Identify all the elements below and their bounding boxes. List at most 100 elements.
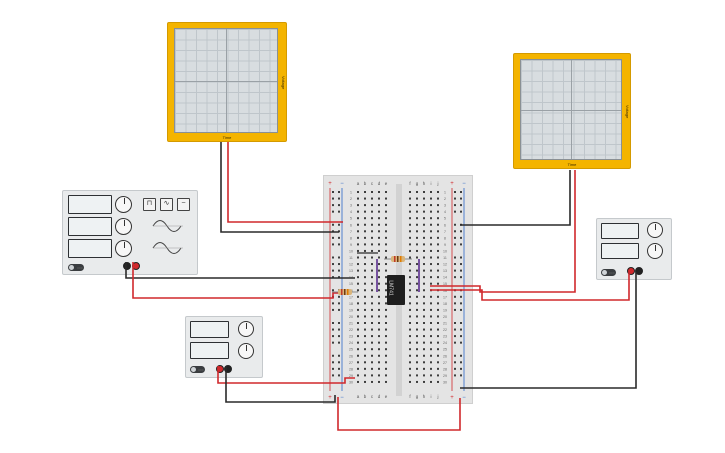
column-letter: e: [385, 394, 388, 399]
wire-red-psr: [430, 272, 630, 301]
hole: [416, 269, 418, 272]
function-generator[interactable]: ⊓ ∿ ~ OFF: [62, 190, 198, 275]
hole: [378, 210, 380, 213]
row-number-right: 1: [444, 191, 446, 195]
psr-terminal-positive[interactable]: [627, 267, 635, 275]
rail-hole: [338, 276, 340, 279]
hole: [371, 276, 373, 279]
sine-wave-icon[interactable]: ~: [177, 198, 190, 211]
hole: [423, 210, 425, 213]
hole: [385, 191, 387, 193]
hole: [416, 197, 418, 200]
fg-power-switch[interactable]: [68, 264, 84, 271]
hole: [371, 322, 373, 324]
oscilloscope-2[interactable]: Time Voltage: [513, 53, 631, 169]
psb-display-voltage: [190, 321, 229, 338]
hole: [437, 335, 439, 338]
row-number-left: 6: [350, 223, 352, 227]
psb-terminal-positive[interactable]: [216, 365, 224, 373]
resistor-2[interactable]: [332, 289, 358, 295]
row-number-right: 30: [443, 380, 447, 384]
hole: [357, 335, 359, 338]
psr-knob-voltage[interactable]: [647, 222, 663, 238]
row-number-right: 7: [444, 230, 446, 234]
hole: [423, 289, 425, 292]
oscilloscope-1[interactable]: Time Voltage: [167, 22, 287, 142]
psr-display-voltage: [601, 223, 639, 239]
row-number-left: 10: [349, 249, 353, 253]
wire-black-fg: [125, 262, 355, 279]
hole: [371, 341, 373, 344]
power-supply-bottom[interactable]: OFF: [185, 316, 263, 378]
hole: [385, 249, 387, 252]
fg-knob-amplitude[interactable]: [115, 218, 132, 235]
resistor-1[interactable]: [384, 256, 412, 262]
rail-hole: [460, 328, 462, 331]
triangle-wave-icon[interactable]: ∿: [160, 198, 173, 211]
wire-black-psb: [225, 366, 336, 403]
hole: [437, 380, 439, 383]
hole: [378, 204, 380, 207]
rail-hole: [460, 367, 462, 370]
hole: [357, 328, 359, 331]
hole: [364, 295, 366, 298]
psb-knob-current[interactable]: [238, 343, 254, 359]
wire-red-scope2: [430, 170, 576, 293]
hole: [437, 374, 439, 377]
rail-hole: [332, 197, 334, 200]
hole: [416, 204, 418, 207]
hole: [409, 282, 411, 285]
hole: [437, 191, 439, 193]
hole: [371, 308, 373, 311]
hole: [437, 249, 439, 252]
psr-power-switch[interactable]: [601, 269, 616, 276]
hole: [416, 302, 418, 305]
row-number-right: 10: [443, 249, 447, 253]
wire-red-rail-jumper: [337, 397, 461, 431]
hole: [364, 191, 366, 193]
power-supply-right[interactable]: OFF: [596, 218, 672, 280]
fg-knob-frequency[interactable]: [115, 196, 132, 213]
oscilloscope-2-screen: [520, 59, 622, 160]
column-letter: e: [385, 181, 388, 186]
psb-power-switch[interactable]: [190, 366, 205, 373]
hole: [385, 354, 387, 357]
fg-terminal-negative[interactable]: [123, 262, 131, 270]
hole: [371, 256, 373, 259]
square-wave-icon[interactable]: ⊓: [143, 198, 156, 211]
hole: [409, 276, 411, 279]
hole: [430, 361, 432, 364]
hole: [364, 249, 366, 252]
psr-terminal-negative[interactable]: [635, 267, 643, 275]
row-number-right: 3: [444, 204, 446, 208]
hole: [430, 341, 432, 344]
fg-knob-offset[interactable]: [115, 240, 132, 257]
rail-hole: [460, 256, 462, 259]
rail-hole: [454, 341, 456, 344]
hole: [416, 282, 418, 285]
psb-terminal-negative[interactable]: [224, 365, 232, 373]
hole: [437, 354, 439, 357]
hole: [385, 308, 387, 311]
row-number-left: 9: [350, 243, 352, 247]
hole: [371, 243, 373, 246]
hole: [385, 243, 387, 246]
oscilloscope-1-axis-v: [226, 29, 227, 132]
row-number-right: 19: [443, 308, 447, 312]
hole: [423, 302, 425, 305]
fg-sine-diagram-1: [152, 220, 183, 232]
hole: [364, 269, 366, 272]
rail-hole: [332, 341, 334, 344]
row-number-right: 12: [443, 263, 447, 267]
hole: [437, 276, 439, 279]
hole: [423, 204, 425, 207]
hole: [409, 374, 411, 377]
hole: [385, 256, 387, 259]
hole: [437, 217, 439, 220]
hole: [378, 354, 380, 357]
hole: [378, 308, 380, 311]
op-amp-chip[interactable]: LM741: [387, 275, 405, 305]
psb-knob-voltage[interactable]: [238, 321, 254, 337]
hole: [437, 322, 439, 324]
psr-knob-current[interactable]: [647, 243, 663, 259]
